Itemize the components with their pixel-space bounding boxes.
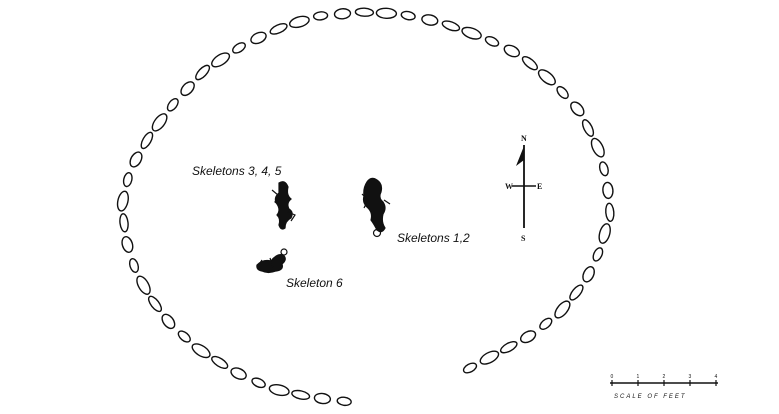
stone	[128, 258, 140, 273]
stone	[461, 26, 482, 40]
stone	[336, 396, 352, 407]
stone	[121, 236, 134, 253]
skeletons-3-4-5-remains	[271, 181, 296, 230]
skeletons-1-2-label: Skeletons 1,2	[397, 231, 470, 245]
scale-tick-label: 3	[689, 374, 692, 380]
stone	[605, 202, 615, 222]
stone	[147, 295, 163, 313]
compass-e: E	[537, 182, 542, 191]
stone	[484, 35, 500, 47]
stone	[251, 377, 266, 389]
stone	[136, 275, 151, 295]
stone	[177, 330, 191, 343]
stone	[556, 85, 569, 100]
stone	[333, 8, 352, 20]
stone	[288, 15, 310, 29]
scale-ticks: 0 1 2 3 4	[611, 374, 718, 386]
stone	[119, 213, 129, 233]
stone	[537, 69, 556, 86]
compass-s: S	[521, 234, 526, 243]
stone	[479, 350, 500, 365]
skeletons-1-2-remains	[361, 177, 391, 238]
stone	[570, 101, 585, 117]
stone	[441, 20, 461, 32]
scale-tick-label: 4	[715, 374, 718, 380]
stone	[268, 384, 290, 397]
skeleton-6-label: Skeleton 6	[286, 276, 343, 290]
stone	[582, 266, 595, 283]
stone	[519, 330, 537, 344]
stone	[129, 151, 143, 168]
stone	[140, 131, 154, 150]
stone	[232, 42, 246, 54]
stone	[521, 55, 538, 71]
stone	[195, 64, 211, 81]
stone	[291, 389, 311, 400]
stone	[354, 7, 375, 17]
stone	[503, 44, 521, 58]
skeleton-6-remains	[256, 248, 288, 274]
stone	[313, 392, 332, 405]
stone	[421, 14, 439, 26]
stone	[161, 313, 176, 330]
stone	[539, 317, 553, 330]
scale-tick-label: 0	[611, 374, 614, 380]
stone	[598, 161, 609, 177]
stone	[590, 137, 605, 158]
compass-rose: N S W E	[505, 134, 542, 243]
stone	[151, 113, 168, 132]
scale-tick-label: 2	[663, 374, 666, 380]
stone	[598, 223, 611, 244]
stone	[462, 362, 478, 374]
stone	[250, 31, 267, 45]
scale-tick-label: 1	[637, 374, 640, 380]
stone	[312, 11, 329, 21]
stone	[592, 247, 604, 262]
stone	[269, 23, 288, 35]
stone	[211, 355, 229, 369]
compass-w: W	[505, 182, 513, 191]
stone	[499, 340, 518, 354]
stone	[375, 7, 398, 20]
north-arrow-icon	[516, 146, 524, 166]
stone	[569, 284, 584, 301]
scale-caption: SCALE OF FEET	[614, 394, 687, 400]
stone-ring	[116, 7, 615, 407]
stone	[191, 343, 211, 359]
stone	[602, 181, 614, 200]
stone	[116, 190, 129, 212]
stone	[122, 172, 133, 188]
stone	[581, 119, 595, 137]
stone	[554, 300, 571, 319]
compass-n: N	[521, 134, 527, 143]
stone	[180, 81, 195, 97]
stone	[166, 98, 179, 112]
stone	[211, 52, 231, 68]
skeletons-3-4-5-label: Skeletons 3, 4, 5	[192, 164, 282, 178]
scale-bar: 0 1 2 3 4 SCALE OF FEET	[610, 374, 718, 400]
stone	[400, 10, 416, 21]
stone	[230, 367, 247, 380]
